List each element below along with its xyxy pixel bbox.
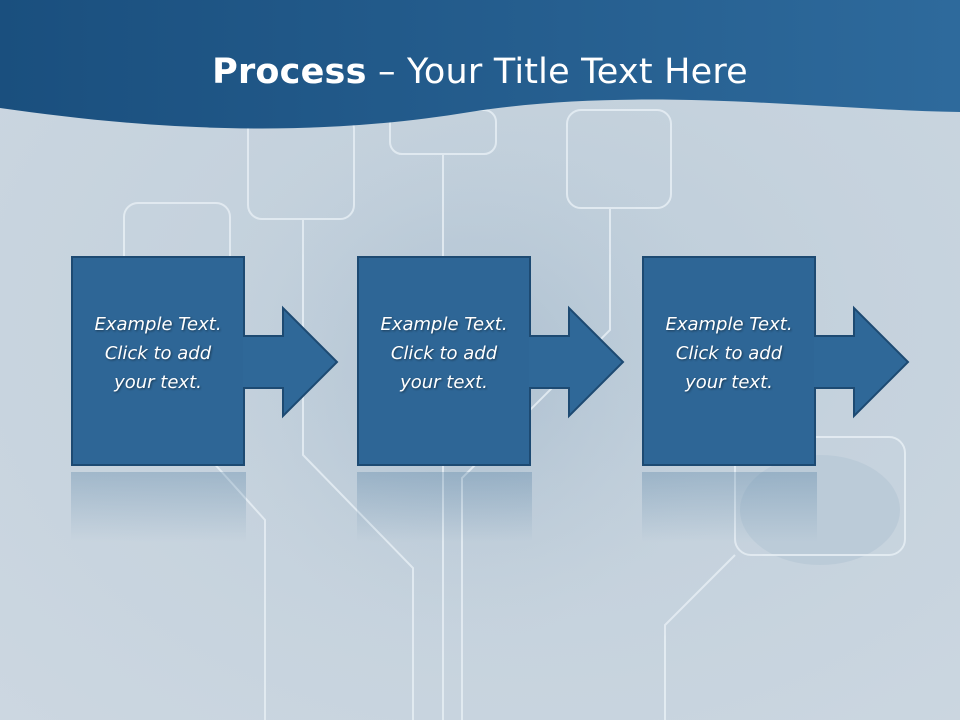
finger-shade <box>740 455 900 565</box>
step-text[interactable]: Example Text. Click to add your text. <box>94 314 222 393</box>
step-arrow-shape <box>357 256 625 466</box>
step-reflection <box>71 472 246 542</box>
step-text[interactable]: Example Text. Click to add your text. <box>380 314 508 393</box>
step-arrow-shape <box>642 256 910 466</box>
process-step-2[interactable]: Example Text. Click to add your text. <box>357 256 637 470</box>
page-title: Process – Your Title Text Here <box>0 52 960 92</box>
step-text[interactable]: Example Text. Click to add your text. <box>665 314 793 393</box>
header-band <box>0 0 960 129</box>
step-reflection <box>642 472 817 542</box>
title-bold: Process <box>212 52 367 92</box>
step-arrow-shape <box>71 256 339 466</box>
step-reflection <box>357 472 532 542</box>
process-step-1[interactable]: Example Text. Click to add your text. <box>71 256 351 470</box>
process-step-3[interactable]: Example Text. Click to add your text. <box>642 256 922 470</box>
title-rest: – Your Title Text Here <box>366 52 748 92</box>
